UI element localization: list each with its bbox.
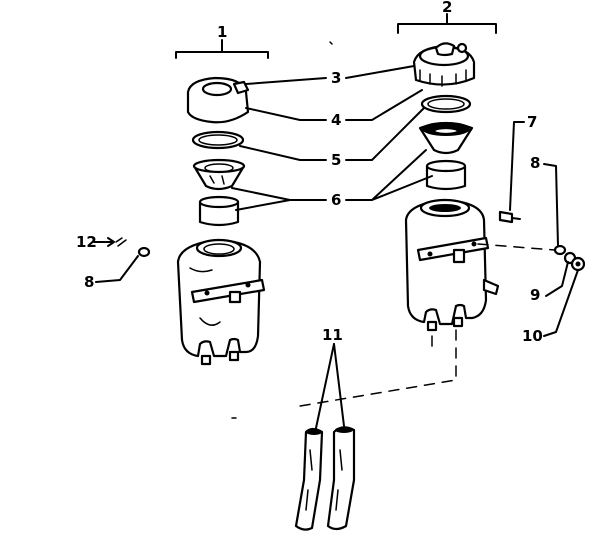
bracket-assembly-2 [397, 13, 497, 34]
washer-8-left [137, 246, 151, 258]
callout-8-left: 8 [84, 273, 94, 291]
right-sealing-ring [420, 94, 472, 114]
callout-11: 11 [322, 326, 343, 344]
callout-9: 9 [530, 286, 540, 304]
left-reservoir-cap [186, 76, 250, 124]
callout-3: 3 [331, 69, 341, 87]
callout-labels: 1 2 3 4 5 6 7 8 9 10 11 12 8 [76, 0, 543, 345]
right-filter-funnel [418, 121, 474, 155]
screw-12 [115, 237, 127, 247]
left-filter-funnel [192, 158, 246, 191]
left-filter-element [198, 195, 240, 227]
hose-left [294, 427, 324, 531]
alignment-lines [231, 41, 556, 419]
callout-6: 6 [331, 191, 341, 209]
right-reservoir-body [404, 198, 500, 332]
callout-4: 4 [331, 111, 341, 129]
callout-1: 1 [217, 23, 227, 41]
callout-10: 10 [522, 327, 543, 345]
callout-5: 5 [331, 151, 341, 169]
right-reservoir-cap [412, 42, 476, 87]
bracket-assembly-1 [175, 39, 269, 59]
callout-2: 2 [442, 0, 452, 16]
right-filter-element [425, 159, 467, 191]
hose-right [326, 426, 356, 531]
screw-7 [498, 210, 521, 224]
callout-8-right: 8 [530, 154, 540, 172]
callout-7: 7 [527, 113, 537, 131]
left-sealing-ring [191, 130, 245, 150]
left-reservoir-body [176, 238, 266, 366]
nut-10 [570, 256, 586, 272]
leader-lines [93, 65, 579, 429]
callout-12: 12 [76, 233, 97, 251]
washer-8-right [553, 244, 567, 256]
